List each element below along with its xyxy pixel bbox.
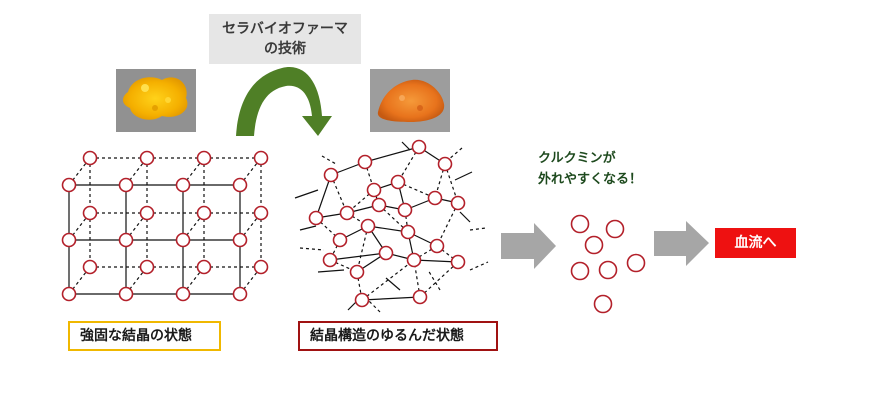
loosened-crystal-network [294, 139, 489, 313]
network-node [366, 182, 382, 198]
free-curcumin-node [626, 253, 646, 273]
photo-orange-powder [370, 69, 450, 132]
lattice-node [196, 150, 212, 166]
network-bond [361, 296, 421, 301]
network-node [429, 238, 445, 254]
network-strand [299, 225, 317, 231]
lattice-node [175, 286, 191, 302]
network-node [322, 252, 338, 268]
regular-crystal-lattice [61, 150, 269, 302]
network-strand [347, 301, 357, 311]
technology-label-line-1: セラバイオファーマ [222, 21, 348, 37]
free-curcumin-node [570, 261, 590, 281]
network-node [354, 292, 370, 308]
free-curcumin-node [570, 214, 590, 234]
photo-yellow-powder [116, 69, 196, 132]
lattice-node [118, 232, 134, 248]
release-note-line-2: 外れやすくなる！ [538, 172, 643, 187]
network-strand [469, 261, 489, 271]
network-bond [413, 259, 459, 263]
curcumin-release-note: クルクミンが 外れやすくなる！ [538, 148, 678, 190]
lattice-node [175, 177, 191, 193]
network-bond [436, 202, 459, 247]
lattice-node [232, 232, 248, 248]
lattice-node [139, 205, 155, 221]
network-strand [401, 141, 411, 151]
lattice-node [82, 150, 98, 166]
gray-block-arrow-icon [654, 221, 709, 266]
network-strand [454, 171, 473, 181]
lattice-node [232, 286, 248, 302]
network-node [378, 245, 394, 261]
network-node [390, 174, 406, 190]
lattice-node [253, 150, 269, 166]
network-node [450, 195, 466, 211]
lattice-node [61, 232, 77, 248]
network-strand [299, 247, 325, 251]
network-node [360, 218, 376, 234]
network-node [450, 254, 466, 270]
network-node [357, 154, 373, 170]
network-bond [436, 245, 459, 263]
lattice-node [61, 286, 77, 302]
network-strand [321, 155, 337, 165]
network-strand [367, 299, 381, 313]
network-node [400, 224, 416, 240]
network-strand [294, 189, 319, 199]
network-node [323, 167, 339, 183]
free-curcumin-node [593, 294, 613, 314]
network-bond [419, 261, 459, 298]
network-strand [427, 269, 441, 291]
free-curcumin-molecules [570, 214, 646, 314]
lattice-node [61, 177, 77, 193]
lattice-node [139, 150, 155, 166]
network-node [371, 197, 387, 213]
curved-green-arrow-icon [236, 67, 332, 136]
network-node [308, 210, 324, 226]
loose-crystal-label: 結晶構造のゆるんだ状態 [298, 321, 498, 351]
lattice-node [82, 259, 98, 275]
network-bond [315, 174, 332, 219]
lattice-node [82, 205, 98, 221]
network-node [339, 205, 355, 221]
network-node [412, 289, 428, 305]
network-node [406, 252, 422, 268]
lattice-node [196, 205, 212, 221]
lattice-node [139, 259, 155, 275]
network-strand [317, 269, 345, 273]
network-node [349, 264, 365, 280]
free-curcumin-node [598, 260, 618, 280]
lattice-node [196, 259, 212, 275]
lattice-node [175, 232, 191, 248]
lattice-node [118, 286, 134, 302]
lattice-node [253, 205, 269, 221]
network-bond [329, 252, 387, 261]
free-curcumin-node [605, 219, 625, 239]
network-bond [356, 271, 363, 301]
network-strand [469, 227, 487, 231]
network-bond [356, 225, 369, 273]
network-node [437, 156, 453, 172]
network-strand [459, 211, 471, 223]
network-node [332, 232, 348, 248]
lattice-node [232, 177, 248, 193]
bloodstream-label: 血流へ [715, 228, 796, 258]
release-note-line-1: クルクミンが [538, 151, 616, 166]
technology-label-line-2: の技術 [264, 41, 306, 57]
technology-label-box: セラバイオファーマ の技術 [209, 14, 361, 64]
network-node [427, 190, 443, 206]
network-node [411, 139, 427, 155]
network-strand [385, 277, 401, 291]
network-bond [413, 245, 438, 261]
lattice-node [118, 177, 134, 193]
network-bond [364, 146, 420, 163]
lattice-node [253, 259, 269, 275]
network-strand [447, 147, 463, 161]
free-curcumin-node [584, 235, 604, 255]
gray-block-arrow-icon [501, 223, 556, 269]
network-node [397, 202, 413, 218]
strong-crystal-label: 強固な結晶の状態 [68, 321, 221, 351]
